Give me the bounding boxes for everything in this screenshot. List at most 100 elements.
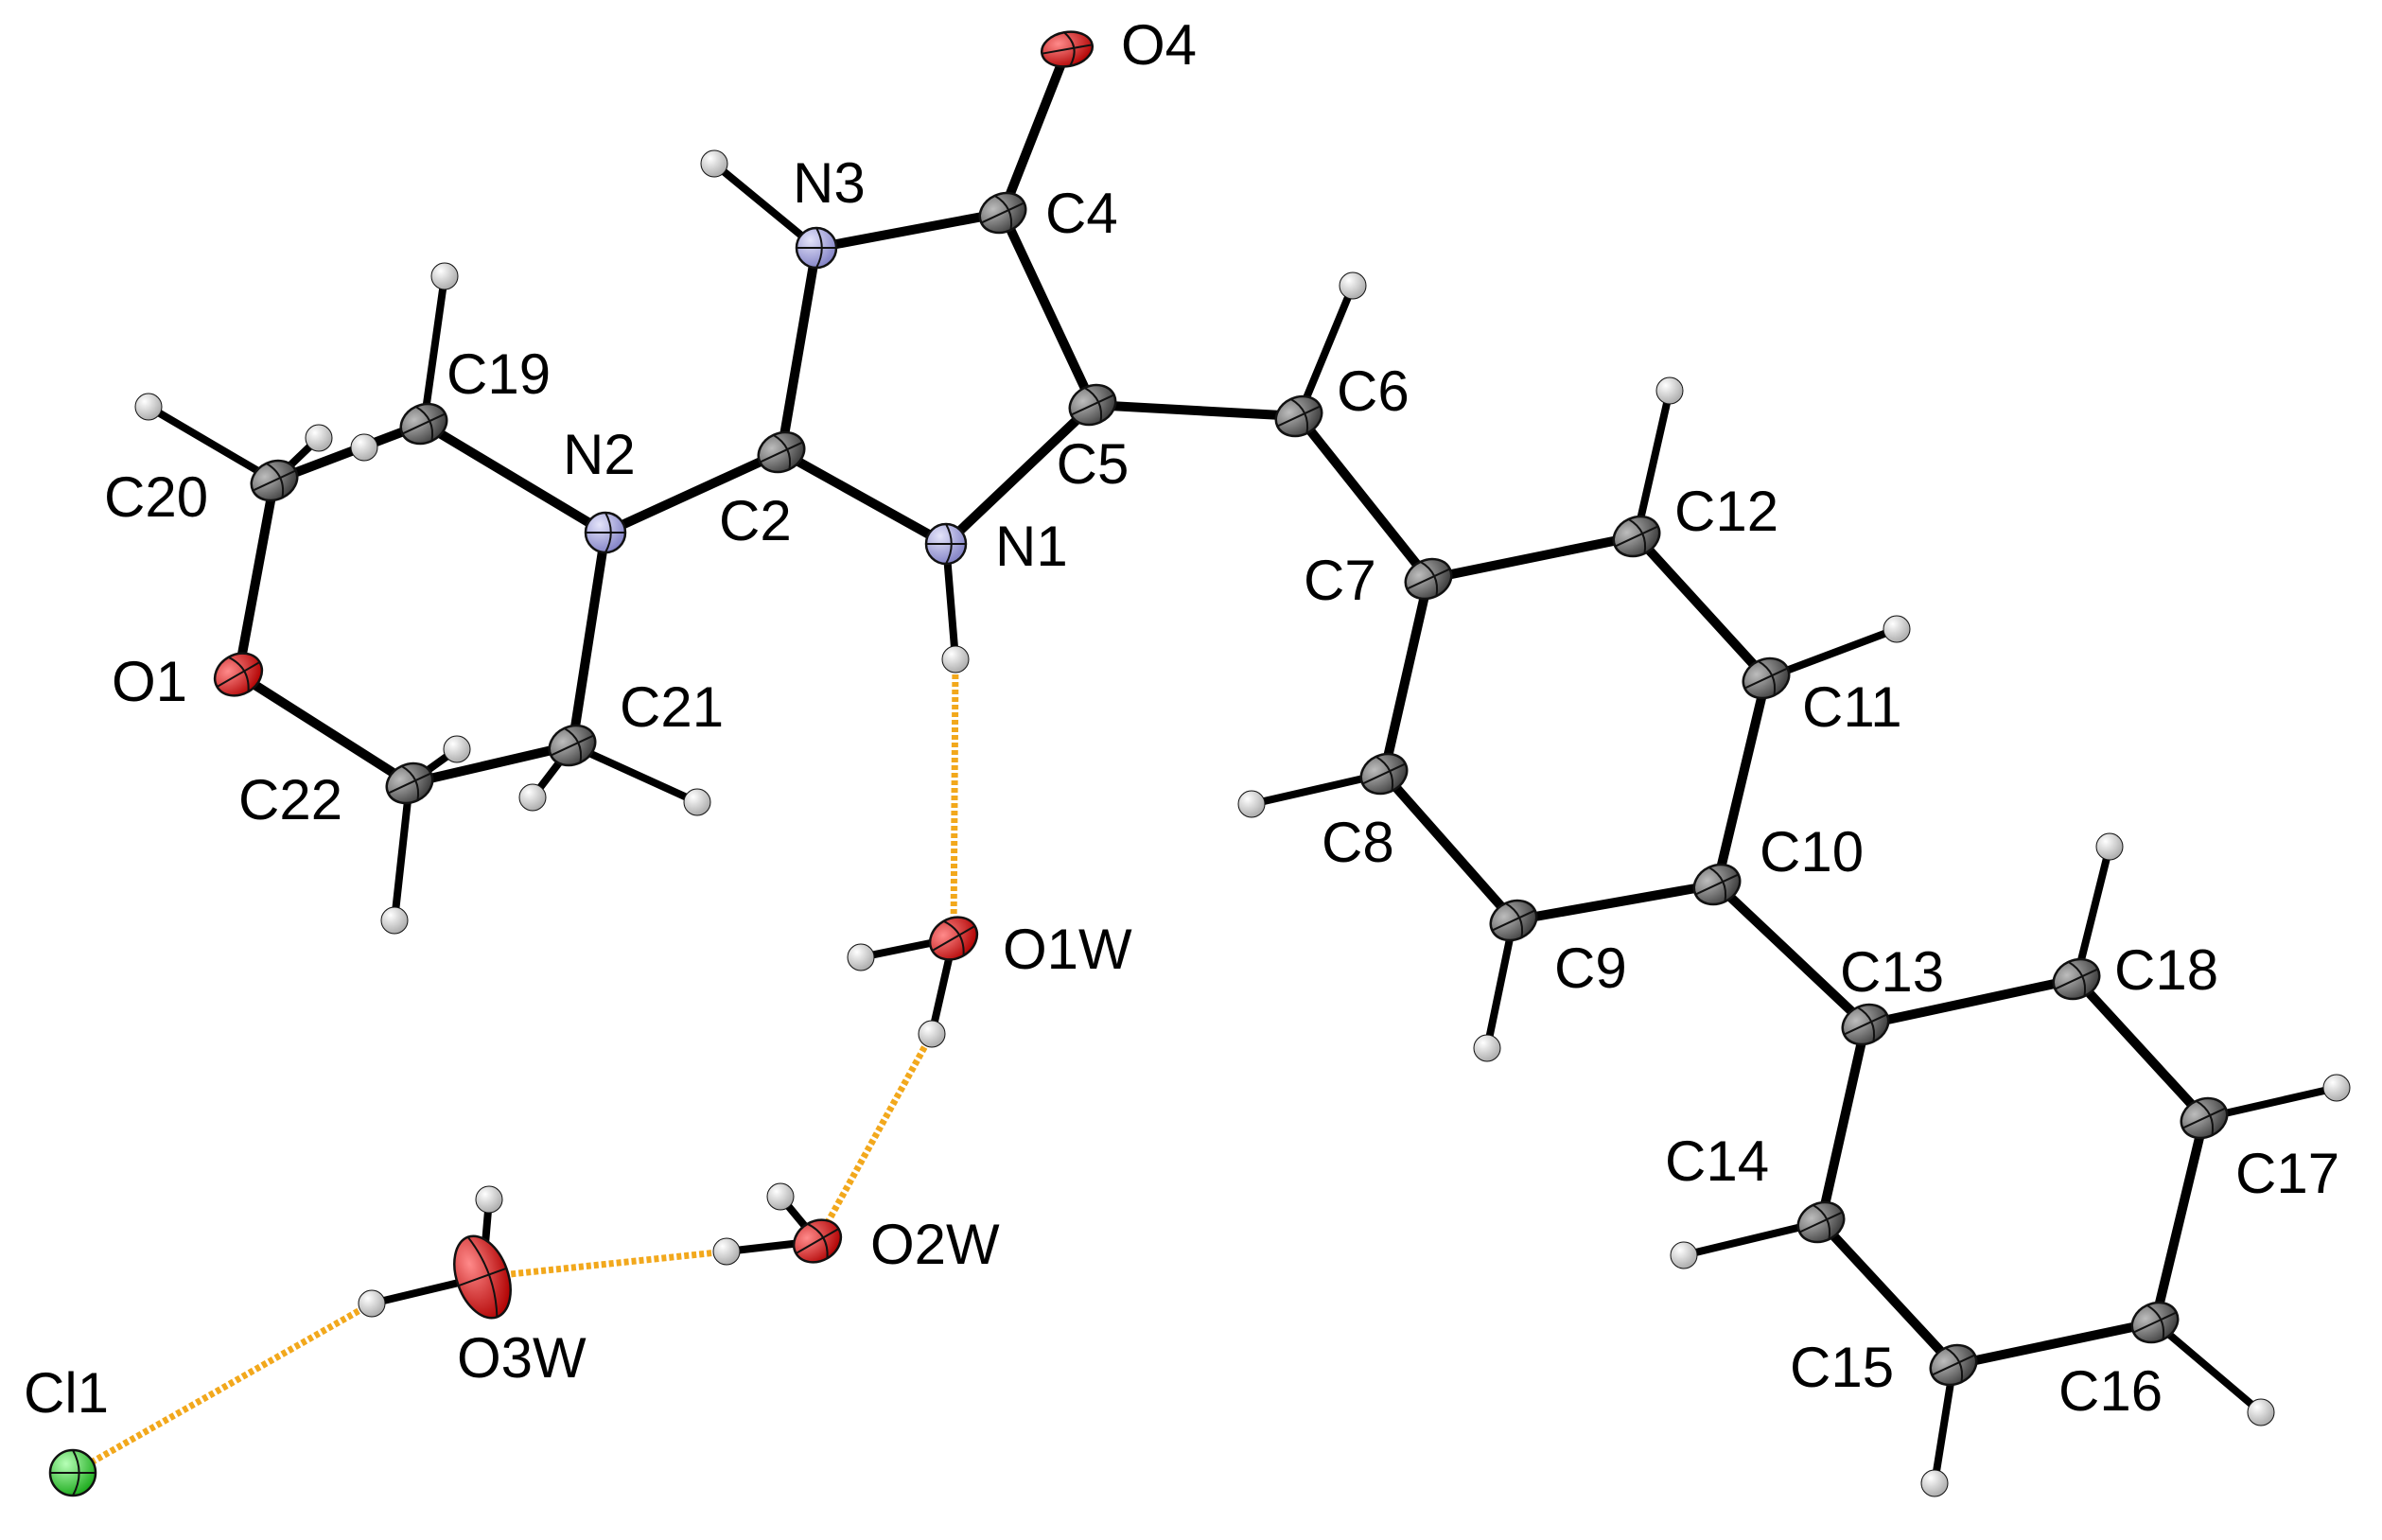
atom-H17 <box>2322 1074 2351 1102</box>
atom-label-N2: N2 <box>563 423 636 486</box>
atom-C16 <box>2130 1301 2180 1344</box>
bond-C7-C12 <box>1424 532 1641 584</box>
atom-ellipsoid <box>1883 615 1911 643</box>
atom-H21a <box>683 788 711 816</box>
atom-H1Wb <box>918 1020 946 1048</box>
ellipsoid-axis <box>759 441 804 464</box>
bond-O1-C22 <box>234 670 414 788</box>
atom-label-C18: C18 <box>2114 938 2218 1002</box>
atom-label-C10: C10 <box>1760 820 1864 884</box>
atom-C11 <box>1742 656 1791 700</box>
atom-C22 <box>385 761 434 805</box>
atom-C14 <box>1796 1200 1846 1244</box>
atom-C18 <box>2052 957 2101 1001</box>
atom-label-O4: O4 <box>1121 13 1197 77</box>
atom-label-C20: C20 <box>104 465 208 529</box>
atom-N2 <box>584 511 627 554</box>
atom-H15 <box>1920 1469 1949 1497</box>
atom-H18 <box>2095 832 2124 861</box>
bond-C12-H12 <box>1633 387 1673 540</box>
atom-C6 <box>1274 394 1323 438</box>
bond-O4-C4 <box>998 44 1072 218</box>
ellipsoid-axis <box>1798 1211 1844 1234</box>
bond-C6-H_C6 <box>1295 282 1357 420</box>
atom-label-C4: C4 <box>1045 182 1118 245</box>
bond-C4-N3 <box>812 208 1007 253</box>
bond-C12-C11 <box>1632 532 1771 683</box>
atom-label-C22: C22 <box>238 768 342 831</box>
atom-ellipsoid <box>1655 376 1684 405</box>
bond-C22-C21 <box>405 741 577 788</box>
ellipsoid-axis <box>266 463 285 499</box>
bond-C17-C16 <box>2150 1113 2209 1327</box>
ellipsoid-axis <box>1857 1006 1876 1042</box>
atom-H3Wb <box>475 1185 503 1214</box>
atom-ellipsoid <box>766 1182 795 1211</box>
atom-label-N3: N3 <box>793 151 866 215</box>
ellipsoid-axis <box>773 434 792 470</box>
atom-O3W <box>453 1234 512 1320</box>
bond-N3-H_N3 <box>710 160 820 252</box>
ellipsoid-axis <box>795 1228 840 1254</box>
ellipsoid-axis <box>1070 394 1115 416</box>
atom-label-C11: C11 <box>1802 675 1902 739</box>
bond-C16-H16 <box>2151 1319 2265 1416</box>
atom-ellipsoid <box>518 783 547 812</box>
bond-C9-H9 <box>1483 917 1517 1052</box>
ellipsoid-axis <box>1420 561 1439 597</box>
bond-C11-C10 <box>1712 674 1771 889</box>
atom-ellipsoid <box>700 149 728 178</box>
atom-label-C17: C17 <box>2235 1142 2339 1205</box>
atom-H14 <box>1670 1241 1698 1269</box>
atom-H_C6 <box>1339 271 1367 300</box>
atom-ellipsoid <box>683 788 711 816</box>
ellipsoid-axis <box>1084 387 1103 423</box>
atom-Cl1 <box>48 1448 97 1497</box>
ellipsoid-axis <box>1628 518 1647 554</box>
atom-H11 <box>1883 615 1911 643</box>
atom-ellipsoid <box>1339 271 1367 300</box>
bond-C10-C13 <box>1712 880 1870 1029</box>
bond-C5-C6 <box>1088 400 1304 421</box>
ellipsoid-axis <box>1945 1347 1964 1383</box>
atom-N1 <box>924 522 968 566</box>
ellipsoid-axis <box>72 1449 80 1496</box>
bond-C9-C8 <box>1379 769 1518 925</box>
ellipsoid-axis <box>1290 398 1309 434</box>
ellipsoid-axis <box>252 469 297 492</box>
atom-C2 <box>757 430 806 474</box>
atom-C20 <box>250 459 299 502</box>
atom-H22a <box>443 735 471 763</box>
atom-ellipsoid <box>1237 790 1266 818</box>
atom-C17 <box>2180 1096 2229 1140</box>
bond-C18-C17 <box>2072 974 2209 1123</box>
bond-C10-C9 <box>1509 880 1722 925</box>
bond-C6-C7 <box>1294 411 1433 584</box>
ellipsoid-axis <box>1042 44 1093 55</box>
bond-C2-N2 <box>601 447 786 537</box>
atom-H20a <box>134 393 163 421</box>
ellipsoid-axis <box>1694 873 1740 896</box>
ellipsoid-axis <box>458 1267 507 1287</box>
ellipsoid-axis <box>2196 1100 2215 1136</box>
ellipsoid-axis <box>980 201 1025 224</box>
atom-ellipsoid <box>380 906 409 935</box>
atom-label-N1: N1 <box>995 515 1068 578</box>
atom-C8 <box>1359 752 1409 796</box>
bond-C22-H22b <box>391 779 413 924</box>
atom-ellipsoid <box>358 1289 386 1318</box>
atom-C7 <box>1404 557 1453 601</box>
ellipsoid-axis <box>2132 1311 2178 1334</box>
atom-label-C7: C7 <box>1304 549 1376 612</box>
atom-label-O1: O1 <box>112 650 187 713</box>
atom-C12 <box>1612 515 1661 558</box>
atom-ellipsoid <box>475 1185 503 1214</box>
bond-N2-C19 <box>419 419 610 537</box>
atom-ellipsoid <box>2247 1398 2275 1426</box>
atom-label-C14: C14 <box>1665 1129 1769 1193</box>
ellipsoid-axis <box>2054 968 2099 990</box>
ellipsoid-axis <box>945 523 953 565</box>
atom-label-C13: C13 <box>1840 940 1944 1004</box>
atom-O4 <box>1040 30 1095 68</box>
